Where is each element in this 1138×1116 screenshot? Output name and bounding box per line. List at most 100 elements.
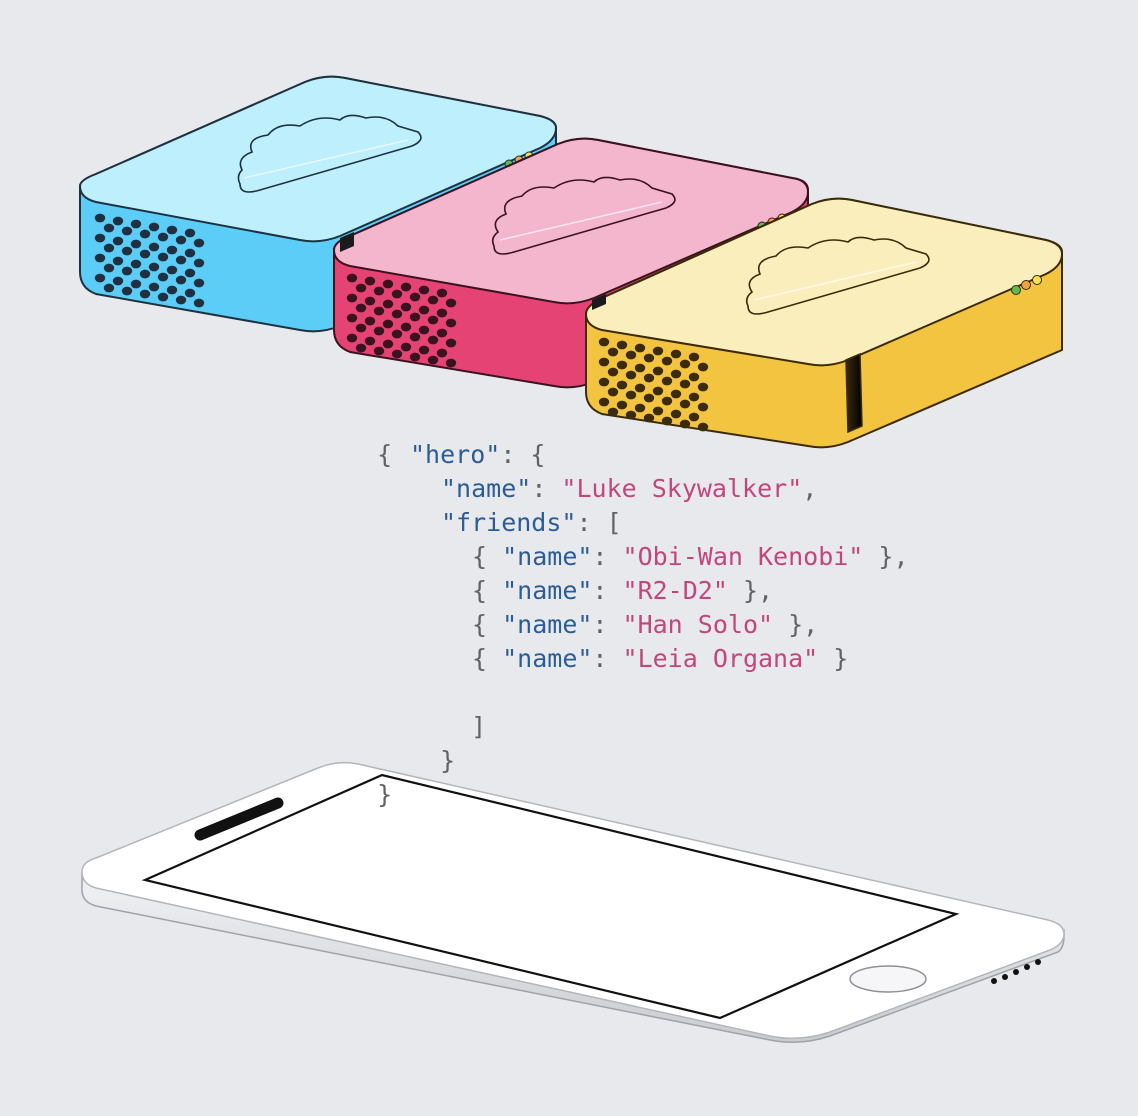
vent-hole	[157, 292, 169, 302]
friend-name-value: "Han Solo"	[622, 610, 774, 639]
code-line-friend: { "name": "R2-D2" },	[472, 576, 774, 605]
vent-hole	[418, 345, 430, 355]
vent-hole	[607, 407, 619, 417]
vent-hole	[643, 413, 655, 423]
vent-hole	[373, 286, 385, 296]
vent-hole	[418, 285, 430, 295]
vent-hole	[346, 293, 358, 303]
vent-hole	[616, 380, 628, 390]
cloud-icon	[491, 176, 676, 255]
vent-hole	[670, 409, 682, 419]
yellow-server-vent	[598, 337, 709, 432]
status-lights	[1011, 275, 1042, 295]
vent-hole	[616, 340, 628, 350]
home-button	[849, 965, 927, 993]
vent-hole	[634, 403, 646, 413]
vent-hole	[112, 276, 124, 286]
vent-hole	[373, 306, 385, 316]
vent-hole	[652, 406, 664, 416]
friend-name-value: "Leia Organa"	[622, 644, 819, 673]
code-line-hero: "hero": {	[410, 440, 546, 469]
vent-hole	[364, 276, 376, 286]
vent-hole	[625, 390, 637, 400]
vent-hole	[373, 326, 385, 336]
vent-hole	[193, 258, 205, 268]
hero-name-value: "Luke Skywalker"	[561, 474, 803, 503]
vent-hole	[121, 226, 133, 236]
vent-hole	[661, 416, 673, 426]
vent-hole	[400, 302, 412, 312]
vent-hole	[688, 392, 700, 402]
vent-hole	[148, 262, 160, 272]
vent-hole	[679, 399, 691, 409]
vent-hole	[193, 238, 205, 248]
vent-hole	[391, 309, 403, 319]
vent-hole	[670, 369, 682, 379]
vent-hole	[130, 239, 142, 249]
code-line-friends: "friends": [	[441, 508, 622, 537]
vent-hole	[427, 295, 439, 305]
vent-hole	[346, 333, 358, 343]
vent-hole	[184, 248, 196, 258]
vent-hole	[175, 235, 187, 245]
vent-hole	[616, 400, 628, 410]
vent-hole	[598, 377, 610, 387]
vent-hole	[688, 352, 700, 362]
cloud-icon	[237, 114, 422, 193]
vent-hole	[157, 272, 169, 282]
vent-hole	[625, 370, 637, 380]
vent-hole	[355, 323, 367, 333]
vent-hole	[148, 242, 160, 252]
vent-hole	[607, 347, 619, 357]
vent-hole	[103, 243, 115, 253]
vent-hole	[616, 360, 628, 370]
friend-name-value: "Obi-Wan Kenobi"	[622, 542, 864, 571]
vent-hole	[697, 382, 709, 392]
vent-hole	[391, 329, 403, 339]
cloud-icon	[745, 236, 930, 315]
vent-hole	[166, 265, 178, 275]
phone-screen	[141, 773, 960, 1020]
code-line-friend: { "name": "Han Solo" },	[472, 610, 819, 639]
vent-hole	[409, 312, 421, 322]
vent-hole	[184, 288, 196, 298]
vent-hole	[661, 356, 673, 366]
vent-hole	[112, 216, 124, 226]
vent-hole	[670, 389, 682, 399]
vent-hole	[634, 363, 646, 373]
vent-hole	[94, 253, 106, 263]
vent-hole	[382, 279, 394, 289]
yellow-server	[584, 197, 1064, 449]
friends-key: "friends"	[441, 508, 577, 537]
vent-hole	[139, 229, 151, 239]
code-line-close-hero: }	[440, 746, 456, 775]
vent-hole	[652, 386, 664, 396]
vent-hole	[364, 336, 376, 346]
vent-hole	[382, 339, 394, 349]
vent-hole	[373, 346, 385, 356]
vent-hole	[94, 233, 106, 243]
phone-speaker-grille	[991, 959, 1041, 984]
vent-hole	[634, 343, 646, 353]
vent-hole	[112, 256, 124, 266]
vent-hole	[130, 279, 142, 289]
code-line-close-root: }	[377, 780, 393, 809]
vent-hole	[634, 383, 646, 393]
vent-hole	[643, 393, 655, 403]
vent-hole	[157, 252, 169, 262]
vent-hole	[157, 232, 169, 242]
vent-hole	[445, 298, 457, 308]
vent-hole	[355, 343, 367, 353]
vent-hole	[607, 387, 619, 397]
vent-hole	[346, 313, 358, 323]
vent-hole	[130, 259, 142, 269]
name-key: "name"	[441, 474, 532, 503]
vent-hole	[598, 357, 610, 367]
vent-hole	[364, 296, 376, 306]
vent-hole	[652, 346, 664, 356]
vent-hole	[400, 282, 412, 292]
vent-hole	[121, 266, 133, 276]
vent-hole	[148, 222, 160, 232]
vent-hole	[652, 366, 664, 376]
vent-hole	[679, 359, 691, 369]
